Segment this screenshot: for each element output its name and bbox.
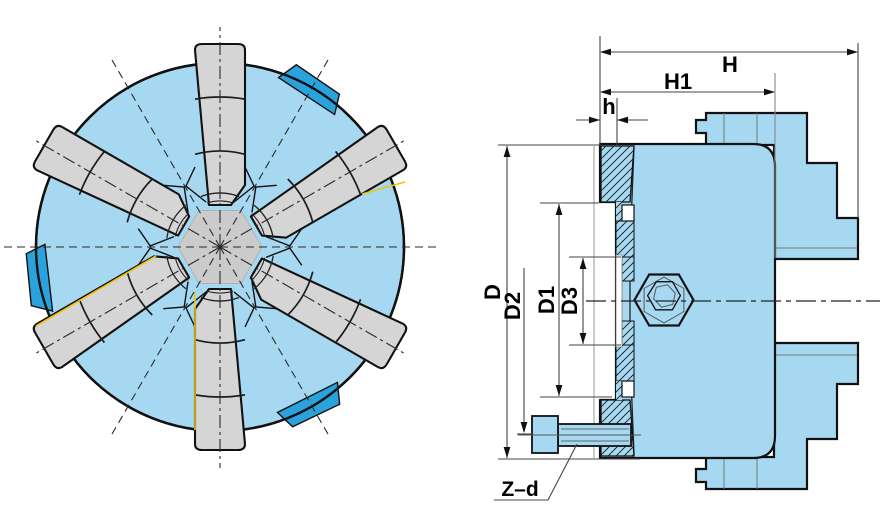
side-jaw-top	[694, 111, 860, 261]
mounting-bolt	[518, 415, 641, 454]
pinion-socket	[633, 273, 695, 327]
dim-label-H: H	[722, 52, 738, 77]
side-jaw-bottom	[694, 341, 860, 491]
dim-label-D2: D2	[500, 292, 525, 320]
accent-edges	[35, 181, 406, 430]
dim-label-Zd: Z–d	[501, 478, 538, 501]
jaw-guide-slot-top	[621, 204, 635, 222]
jaw-guide-slot-bottom	[621, 380, 635, 398]
jaw-serrations	[723, 113, 857, 489]
dim-label-D1: D1	[534, 286, 559, 314]
dim-label-h: h	[602, 94, 615, 119]
front-view	[2, 27, 438, 468]
dim-label-D3: D3	[557, 287, 582, 315]
side-view: H H1 h D D2 D1 D3 Z–d	[480, 36, 880, 501]
dim-label-D: D	[480, 284, 505, 300]
dim-label-H1: H1	[664, 69, 692, 94]
dimensions	[494, 36, 859, 501]
centre-lines	[2, 27, 438, 468]
